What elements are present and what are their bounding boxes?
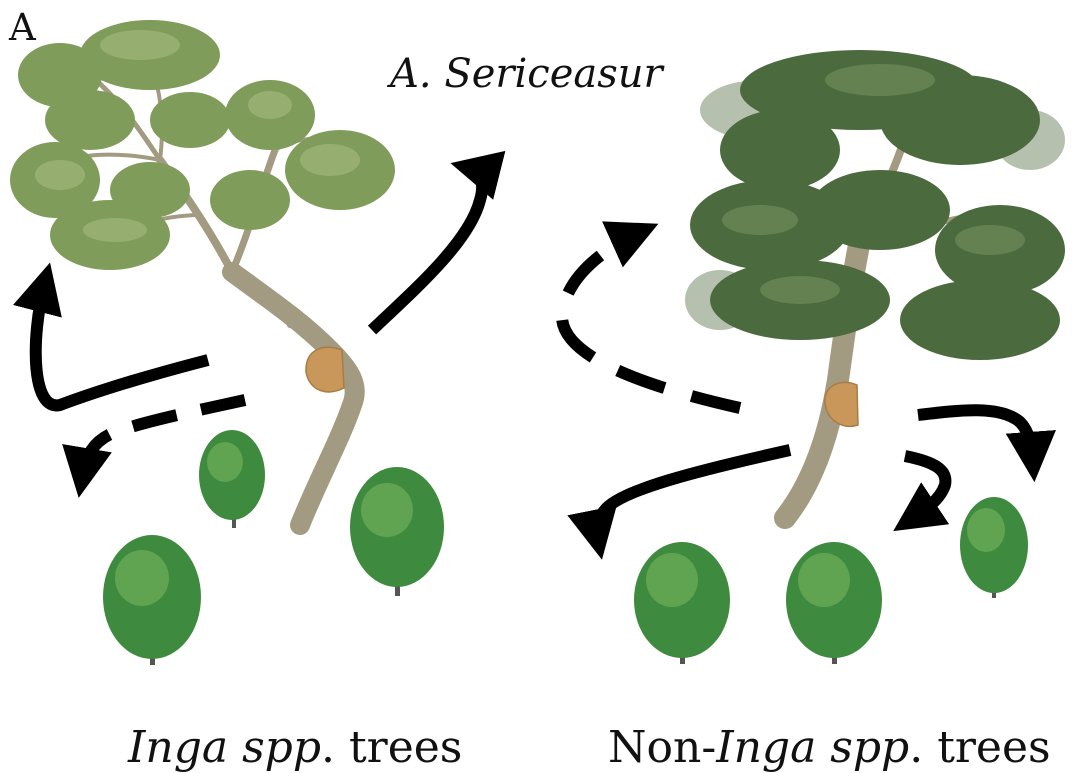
- non-inga-tree: [685, 50, 1065, 529]
- solid-arrow-left-canopy: [13, 262, 210, 412]
- solid-arrow-to-middle-sapling: [893, 450, 952, 532]
- inga-sapling: [103, 535, 201, 665]
- solid-arrow-to-right-sapling: [917, 404, 1056, 483]
- right-caption: Non-Inga spp. trees: [608, 722, 1051, 773]
- non-inga-tree-canopy: [690, 50, 1065, 360]
- ant-nest: [824, 381, 859, 427]
- inga-sapling: [350, 467, 444, 596]
- arrows: [13, 150, 1056, 560]
- inga-tree-highlights: [35, 30, 360, 242]
- inga-tree: [10, 20, 395, 535]
- solid-arrow-up-right: [367, 150, 506, 335]
- left-caption-genus: Inga spp: [128, 722, 322, 773]
- inga-sapling: [199, 430, 265, 528]
- dashed-arrow-to-canopy: [555, 221, 742, 414]
- non-inga-sapling: [634, 542, 730, 664]
- left-caption-suffix: . trees: [321, 722, 463, 773]
- right-caption-prefix: Non-: [608, 722, 717, 773]
- dashed-arrow-left-saplings: [62, 394, 247, 498]
- non-inga-sapling: [960, 497, 1028, 598]
- species-label: A. Sericeasur: [390, 51, 663, 97]
- non-inga-sapling: [786, 542, 882, 664]
- ant-nest: [305, 346, 345, 393]
- non-inga-tree-highlights: [722, 64, 1025, 304]
- left-caption: Inga spp. trees: [128, 722, 462, 773]
- panel-letter: A: [9, 6, 36, 49]
- right-caption-suffix: . trees: [909, 722, 1051, 773]
- right-caption-genus: Inga spp: [716, 722, 910, 773]
- solid-arrow-to-left-saplings: [567, 444, 792, 560]
